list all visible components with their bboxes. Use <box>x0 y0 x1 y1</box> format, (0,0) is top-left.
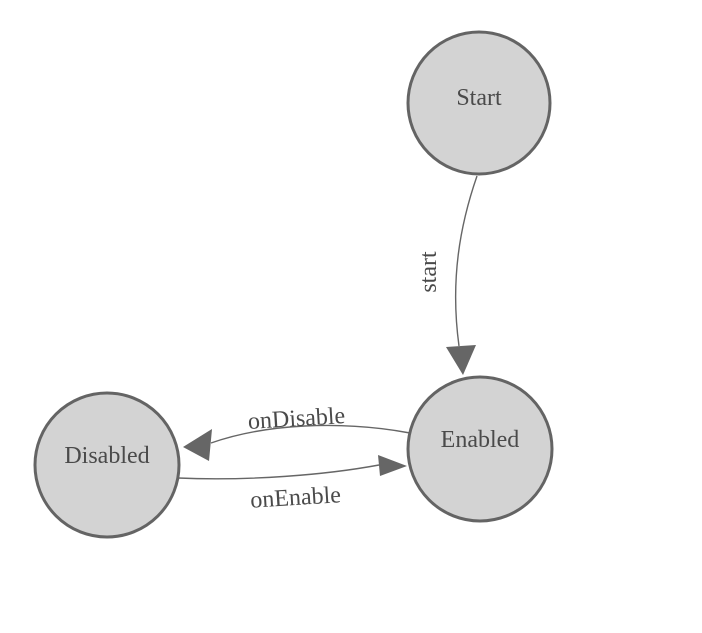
node-start-circle[interactable] <box>406 30 552 176</box>
edge-line <box>454 175 478 347</box>
edge-start-to-enabled[interactable] <box>446 175 478 375</box>
edge-label-onenable: onEnable <box>250 482 342 513</box>
edge-label-ondisable: onDisable <box>247 403 346 435</box>
edge-enabled-to-disabled[interactable] <box>183 424 411 461</box>
node-disabled[interactable]: Disabled <box>33 391 181 539</box>
edge-label-start: start <box>416 251 442 293</box>
edge-line <box>177 464 380 480</box>
arrowhead-left-icon <box>183 429 212 461</box>
node-enabled-circle[interactable] <box>406 375 554 523</box>
edge-disabled-to-enabled[interactable] <box>177 455 407 480</box>
node-disabled-label: Disabled <box>64 443 149 469</box>
node-enabled-label: Enabled <box>441 427 520 453</box>
arrowhead-right-icon <box>378 455 407 476</box>
arrowhead-down-icon <box>446 345 476 375</box>
edge-line <box>210 424 411 444</box>
node-start[interactable]: Start <box>406 30 552 176</box>
node-enabled[interactable]: Enabled <box>406 375 554 523</box>
node-start-label: Start <box>456 85 502 111</box>
node-disabled-circle[interactable] <box>33 391 181 539</box>
